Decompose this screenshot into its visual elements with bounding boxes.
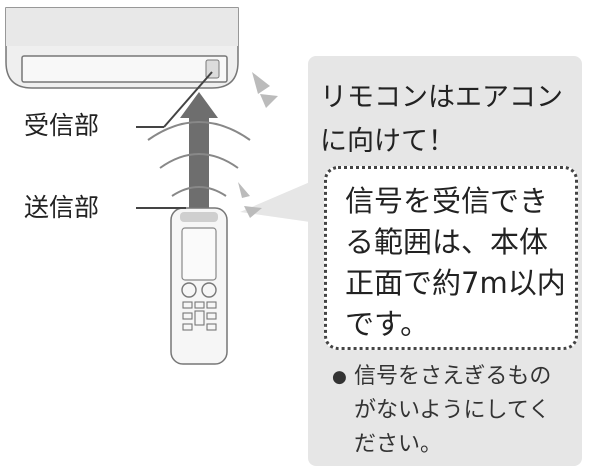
callout-title: リモコンはエアコン に向けて！ [320, 82, 563, 157]
note-text: 信号をさえぎるもの がないようにしてく ださい。 [354, 364, 552, 457]
range-info-text: 信号を受信でき る範囲は、本体 正面で約7m以内 です。 [345, 184, 566, 341]
callout-pointer [240, 182, 310, 222]
emission-mark-icon [238, 182, 250, 198]
transmitter-label: 送信部 [24, 193, 100, 222]
receiver-label: 受信部 [24, 111, 100, 140]
air-conditioner-unit [5, 7, 239, 89]
signal-waves-icon [147, 121, 251, 197]
emission-mark-icon [252, 72, 270, 94]
range-info-box: 信号を受信でき る範囲は、本体 正面で約7m以内 です。 [324, 166, 578, 350]
remote-control [170, 207, 228, 365]
bullet-icon: ● [332, 367, 347, 387]
signal-arrow [180, 92, 218, 208]
note: ● 信号をさえぎるもの がないようにしてく ださい。 [332, 360, 582, 462]
receiver-leader-line-diag [163, 71, 213, 128]
callout-panel: リモコンはエアコン に向けて！ 信号を受信でき る範囲は、本体 正面で約7m以内… [308, 56, 582, 466]
emission-mark-icon [244, 206, 262, 218]
emission-mark-icon [260, 94, 278, 108]
